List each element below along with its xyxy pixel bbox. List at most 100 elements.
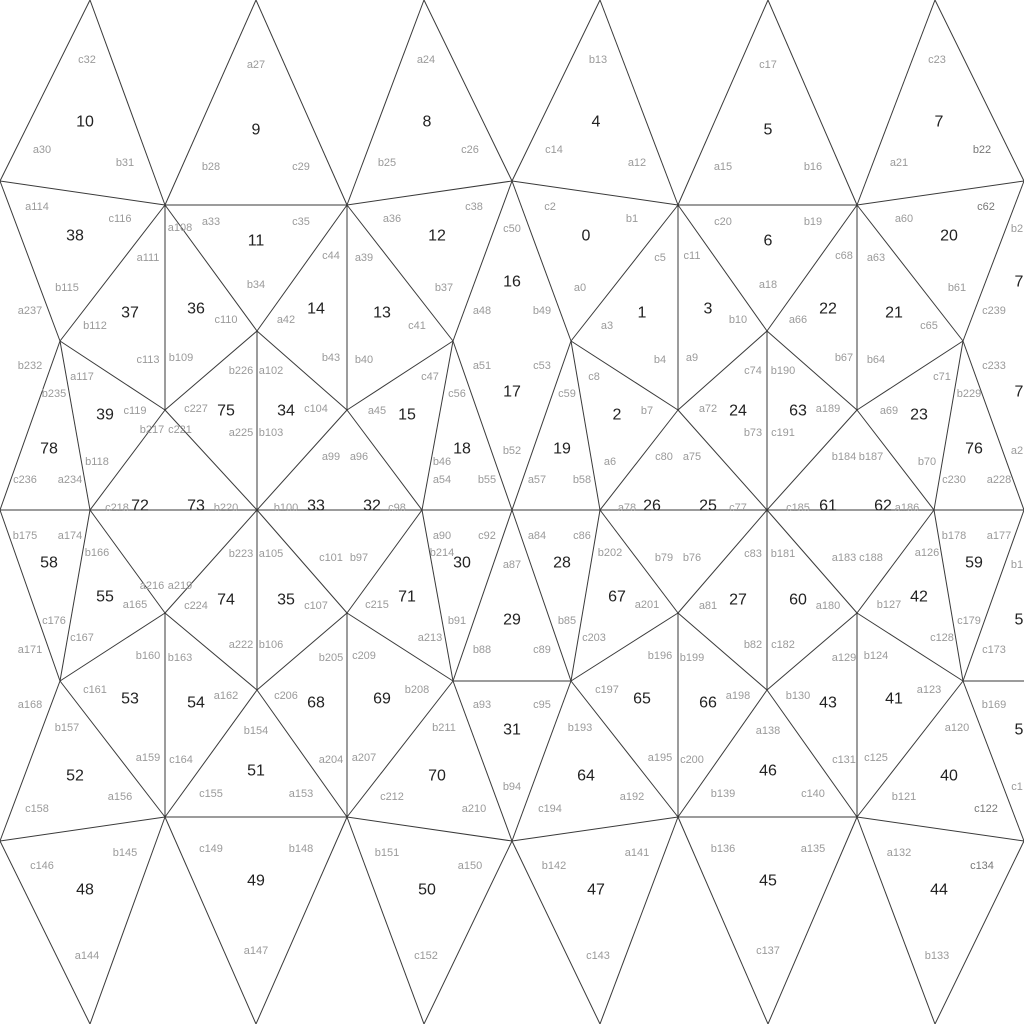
corner-label: a6 [604, 456, 616, 468]
corner-label: c191 [771, 427, 795, 439]
corner-label: a198 [726, 690, 750, 702]
mesh-edge [570, 204, 679, 342]
corner-label: b40 [355, 354, 373, 366]
face-label: 78 [40, 441, 58, 458]
mesh-edge [677, 0, 769, 206]
corner-label: c140 [801, 788, 825, 800]
corner-label: c95 [533, 699, 551, 711]
corner-label: b109 [169, 352, 193, 364]
mesh-edge [962, 680, 1024, 842]
corner-label: b100 [274, 502, 298, 514]
corner-label: a186 [895, 502, 919, 514]
corner-label: b184 [832, 451, 856, 463]
mesh-edge [164, 204, 258, 332]
corner-label: c218 [105, 502, 129, 514]
mesh-edge [346, 509, 423, 614]
mesh-edge [599, 0, 679, 206]
face-label: 70 [428, 768, 446, 785]
mesh-edge [511, 180, 679, 206]
corner-label: b4 [654, 354, 666, 366]
face-label: 66 [699, 695, 717, 712]
corner-label: c1 [1011, 781, 1023, 793]
corner-label: b217 [140, 424, 164, 436]
corner-label: a33 [202, 216, 220, 228]
corner-label: b130 [786, 690, 810, 702]
mesh-edge [346, 409, 423, 511]
mesh-edge [934, 0, 1024, 182]
corner-label: c149 [199, 843, 223, 855]
corner-label: a216 [140, 580, 164, 592]
face-label: 10 [76, 114, 94, 131]
corner-label: c125 [864, 752, 888, 764]
face-label: 58 [40, 555, 58, 572]
corner-label: b37 [435, 282, 453, 294]
corner-label: a120 [945, 722, 969, 734]
mesh-edge [570, 340, 601, 511]
corner-label: c83 [744, 548, 762, 560]
corner-label: a177 [987, 530, 1011, 542]
corner-label: a105 [259, 548, 283, 560]
mesh-edge [256, 509, 348, 614]
face-label: 34 [277, 403, 295, 420]
corner-label: b187 [859, 451, 883, 463]
face-label: 18 [453, 441, 471, 458]
corner-label: b121 [892, 791, 916, 803]
face-label: 9 [252, 122, 261, 139]
mesh-edge [423, 840, 513, 1024]
corner-label: b199 [680, 652, 704, 664]
corner-label: c32 [78, 54, 96, 66]
corner-label: a48 [473, 305, 491, 317]
corner-label: c11 [684, 250, 701, 262]
face-label: 2 [613, 407, 622, 424]
corner-label: b55 [478, 474, 496, 486]
corner-label: c65 [920, 320, 938, 332]
mesh-edge [766, 409, 858, 511]
corner-label: b193 [568, 722, 592, 734]
corner-label: a63 [867, 252, 885, 264]
corner-label: c212 [380, 791, 404, 803]
mesh-edge [0, 840, 91, 1024]
mesh-edge [59, 340, 166, 411]
corner-label: b196 [648, 650, 672, 662]
corner-label: b79 [655, 552, 673, 564]
mesh-edge [346, 612, 454, 682]
mesh-edge [766, 204, 858, 332]
corner-label: a114 [25, 201, 49, 213]
face-label: 41 [885, 691, 903, 708]
mesh-edge [856, 0, 936, 206]
corner-label: b70 [918, 456, 936, 468]
mesh-edge [346, 816, 425, 1024]
corner-label: c221 [168, 424, 192, 436]
corner-label: c23 [928, 54, 946, 66]
face-label: 12 [428, 228, 446, 245]
corner-label: a183 [832, 552, 856, 564]
corner-label: b190 [771, 365, 795, 377]
mesh-edge [452, 680, 513, 842]
face-label: 32 [363, 498, 381, 515]
mesh-edge [59, 612, 166, 682]
corner-label: b2 [1011, 223, 1023, 235]
corner-label: c134 [970, 860, 994, 872]
corner-label: c227 [184, 403, 208, 415]
corner-label: c41 [408, 320, 426, 332]
corner-label: b235 [42, 388, 66, 400]
corner-label: a0 [574, 282, 586, 294]
corner-label: b82 [744, 639, 762, 651]
corner-label: c50 [503, 223, 521, 235]
face-label: 36 [187, 301, 205, 318]
mesh-edge [599, 509, 679, 614]
mesh-edge [452, 180, 513, 342]
mesh-edge [164, 816, 257, 1024]
corner-label: a45 [368, 405, 386, 417]
corner-label: b67 [835, 352, 853, 364]
mesh-edge [677, 509, 768, 614]
mesh-edge [256, 689, 348, 818]
corner-label: c74 [744, 365, 762, 377]
mesh-edge [89, 0, 166, 206]
mesh-edge [856, 680, 964, 818]
corner-label: a75 [683, 451, 701, 463]
corner-label: c29 [292, 161, 310, 173]
corner-label: a126 [915, 547, 939, 559]
mesh-edge [255, 816, 348, 1024]
